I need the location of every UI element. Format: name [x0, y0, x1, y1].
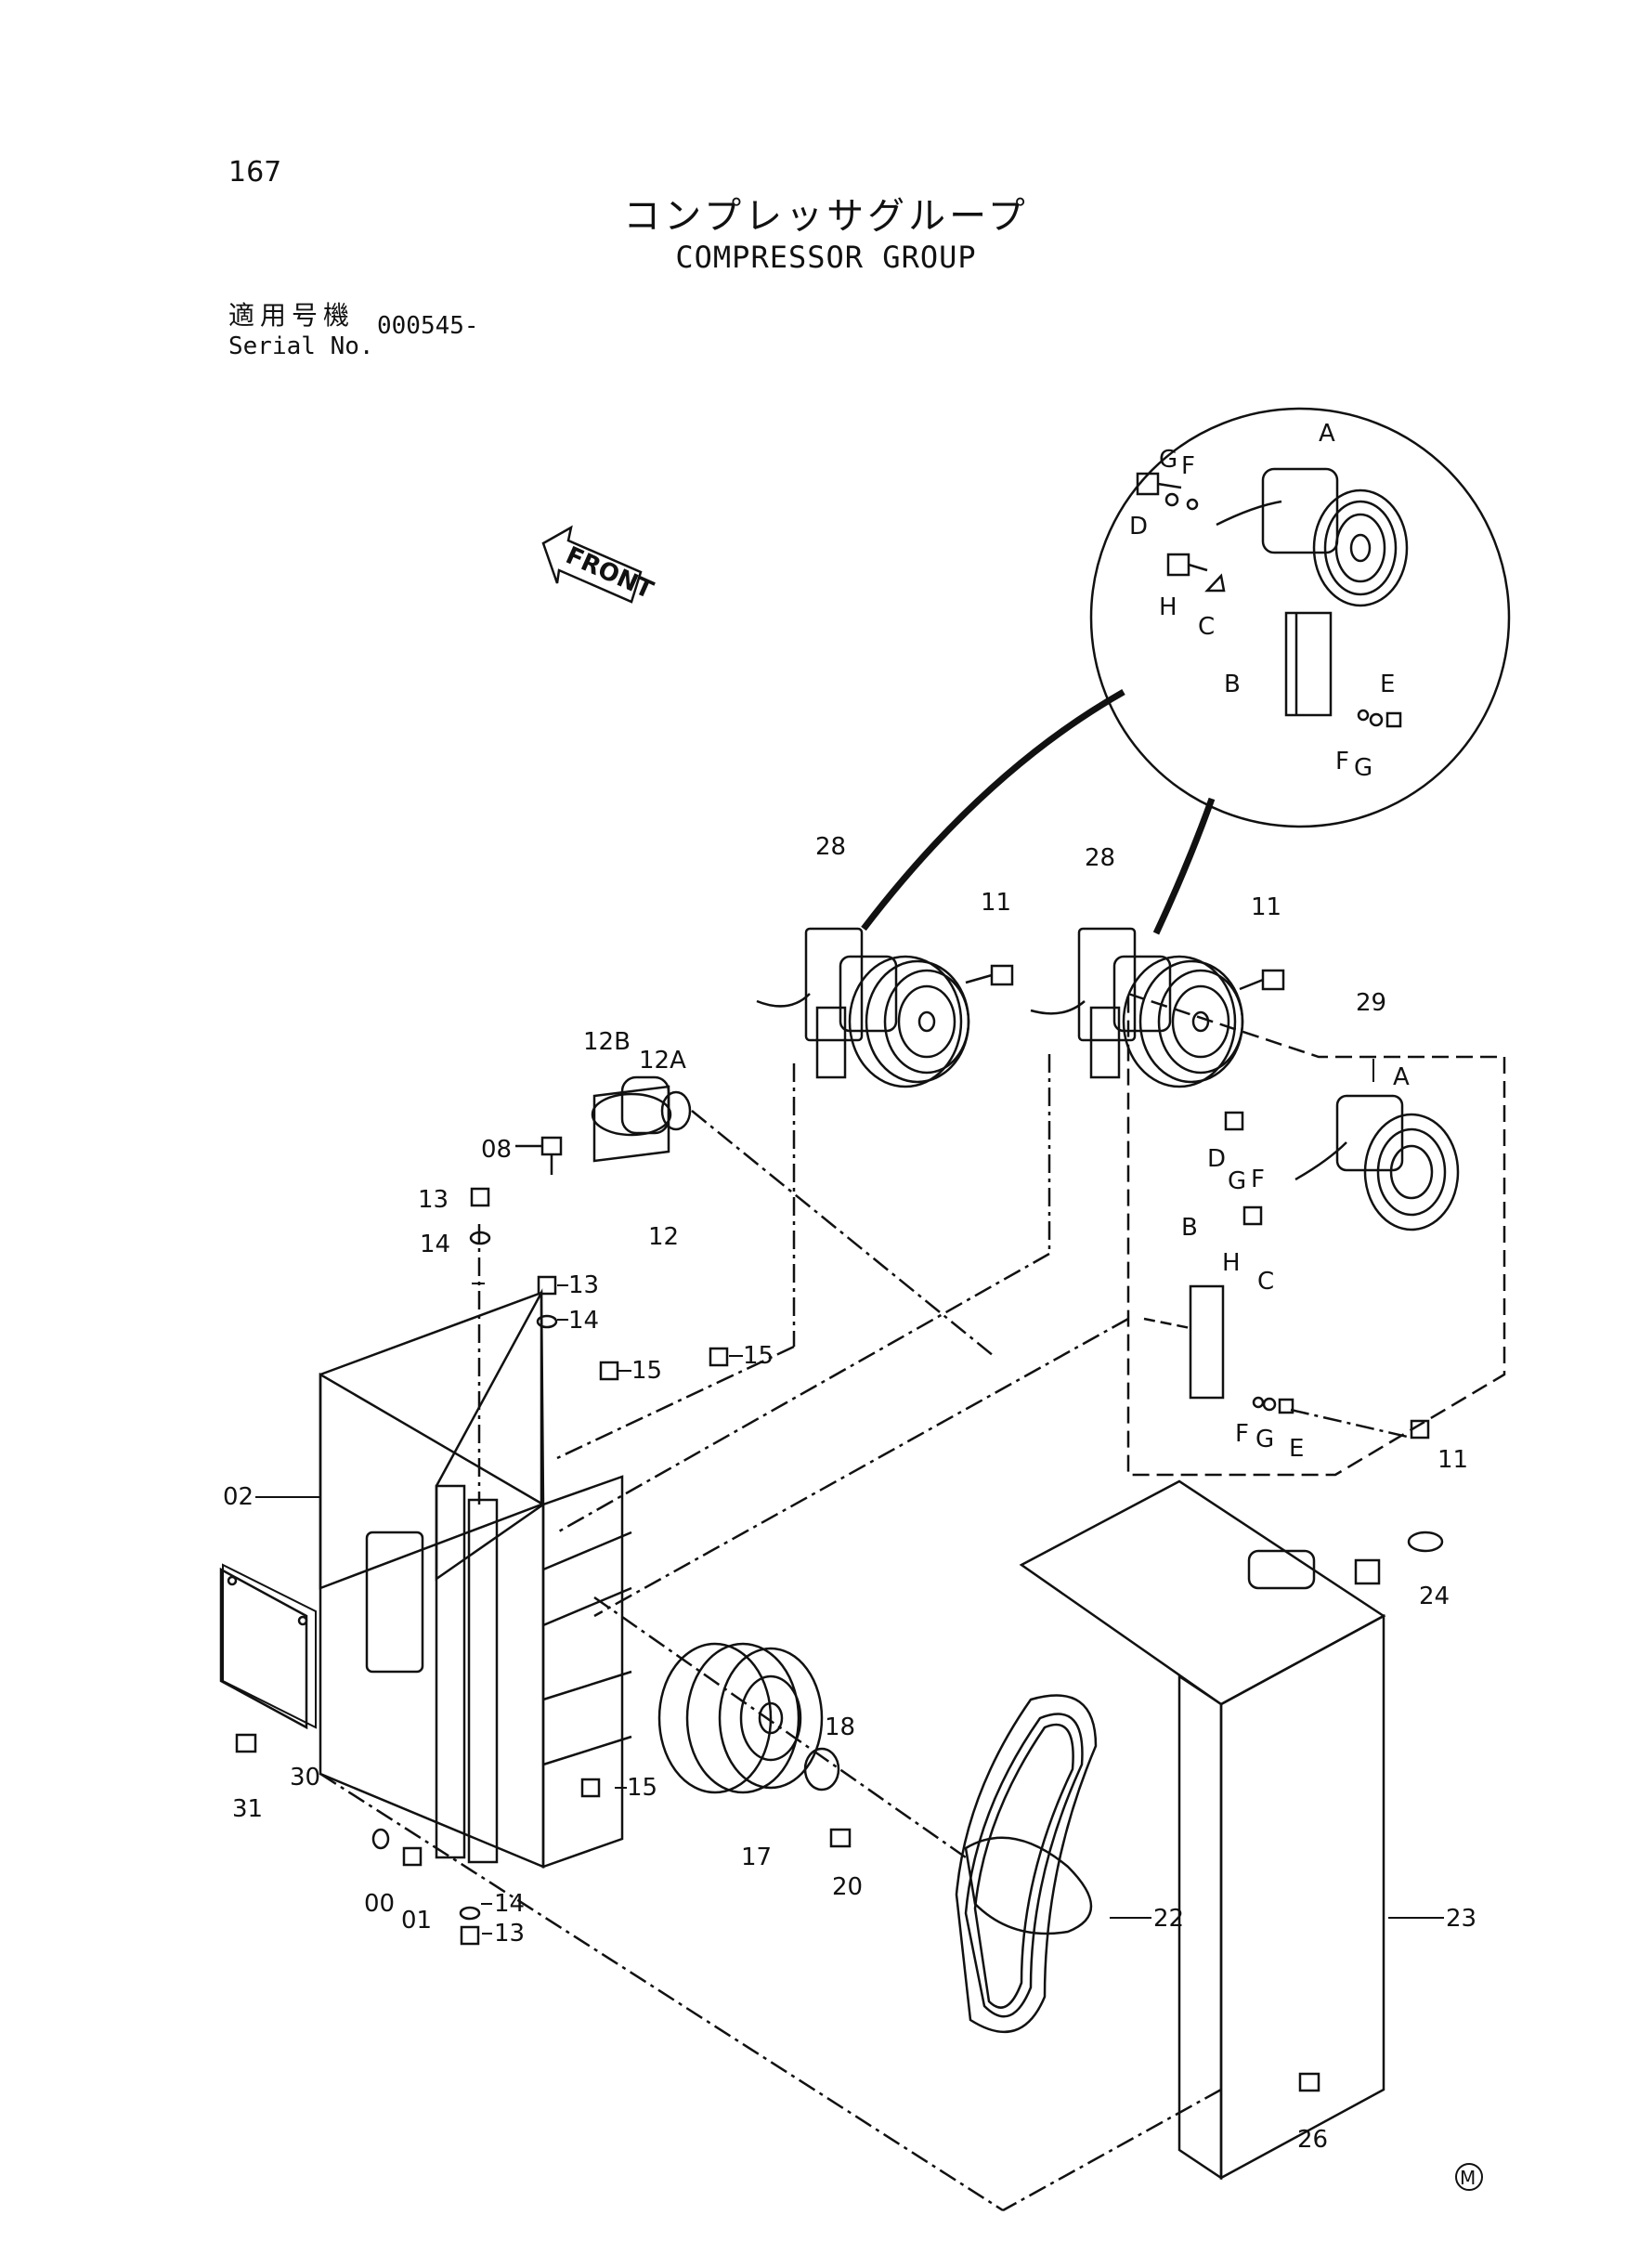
label-01: 01	[401, 1907, 432, 1935]
front-label: FRONT	[562, 541, 657, 605]
label-11-assembly: 11	[1437, 1446, 1468, 1474]
compressor-28-right	[1030, 927, 1285, 1088]
label-26: 26	[1297, 2126, 1328, 2154]
compressor-detail	[1216, 467, 1409, 717]
label-29: 29	[1356, 989, 1386, 1017]
label-28-left: 28	[815, 833, 846, 861]
label-00: 00	[364, 1890, 395, 1918]
detail-fasteners	[1136, 472, 1402, 728]
page-number: 167	[228, 156, 282, 189]
serial-label-english: Serial No.	[228, 332, 374, 360]
letter-a-detail: A	[1319, 420, 1335, 448]
label-30: 30	[290, 1764, 320, 1791]
letter-e-assembly: E	[1289, 1435, 1304, 1463]
label-14-top: 14	[420, 1231, 450, 1258]
label-17: 17	[741, 1844, 772, 1871]
letter-d-assembly: D	[1207, 1145, 1226, 1173]
leader-lines	[477, 1054, 1129, 1618]
letter-c-assembly: C	[1257, 1268, 1274, 1296]
label-13-mid: 13	[568, 1271, 599, 1299]
compressor-28-left	[756, 927, 1014, 1088]
letter-g-detail: G	[1159, 446, 1177, 474]
letter-b-assembly: B	[1181, 1214, 1198, 1242]
label-11-left: 11	[981, 889, 1011, 917]
letter-h-assembly: H	[1222, 1249, 1241, 1277]
label-13-top: 13	[418, 1186, 449, 1214]
serial-number-value: 000545-	[377, 312, 479, 340]
label-15-bottom: 15	[627, 1774, 657, 1802]
solenoid-12	[515, 1075, 995, 1357]
label-31: 31	[232, 1795, 263, 1823]
letter-e-detail: E	[1380, 671, 1395, 698]
detail-circle	[861, 407, 1511, 935]
callout-labels: 28 28 11 11 11 29 12 12A 12B 08 13 13 13…	[223, 420, 1476, 2154]
label-02: 02	[223, 1483, 254, 1511]
label-leaders	[255, 1059, 1444, 1935]
letter-g2-detail: G	[1354, 754, 1372, 782]
frame-02	[319, 1288, 632, 1869]
belt-22	[955, 1694, 1098, 2034]
label-12b: 12B	[583, 1028, 631, 1056]
m-mark-icon: M	[1455, 2163, 1483, 2191]
label-18: 18	[825, 1713, 855, 1741]
letter-h-detail: H	[1159, 593, 1177, 621]
pulley-17	[593, 1596, 967, 1859]
small-fasteners	[371, 1187, 1444, 2092]
label-14-bottom: 14	[494, 1890, 525, 1918]
label-24: 24	[1419, 1583, 1450, 1610]
m-mark: M	[1460, 2167, 1476, 2189]
cover-23	[319, 1479, 1386, 2212]
letter-c-detail: C	[1198, 613, 1215, 641]
letter-f-assembly: F	[1251, 1166, 1265, 1193]
label-14-mid: 14	[568, 1307, 599, 1335]
label-11-right: 11	[1251, 893, 1281, 921]
serial-label-japanese: 適用号機	[228, 300, 356, 331]
letter-a-assembly: A	[1393, 1063, 1410, 1091]
label-13-bottom: 13	[494, 1920, 525, 1948]
assembly-29-outline	[1126, 992, 1506, 1477]
label-12a: 12A	[639, 1047, 686, 1075]
letter-b-detail: B	[1224, 671, 1241, 698]
title-english: COMPRESSOR GROUP	[675, 240, 977, 275]
label-20: 20	[832, 1873, 863, 1901]
label-12: 12	[648, 1223, 679, 1251]
front-arrow-icon: FRONT	[541, 525, 657, 605]
label-15-right: 15	[743, 1342, 774, 1370]
label-08: 08	[481, 1136, 512, 1164]
letter-g-assembly: G	[1228, 1167, 1246, 1195]
label-23: 23	[1446, 1905, 1476, 1933]
title-japanese: コンプレッサグループ	[623, 195, 1029, 238]
letter-f2-assembly: F	[1235, 1420, 1249, 1448]
label-15-left: 15	[631, 1357, 662, 1385]
letter-g2-assembly: G	[1255, 1426, 1274, 1453]
letter-d-detail: D	[1129, 513, 1148, 541]
label-28-right: 28	[1085, 844, 1115, 872]
letter-f-detail: F	[1181, 452, 1195, 480]
letter-f2-detail: F	[1335, 748, 1349, 775]
cover-30	[219, 1563, 317, 1753]
label-22: 22	[1153, 1905, 1184, 1933]
